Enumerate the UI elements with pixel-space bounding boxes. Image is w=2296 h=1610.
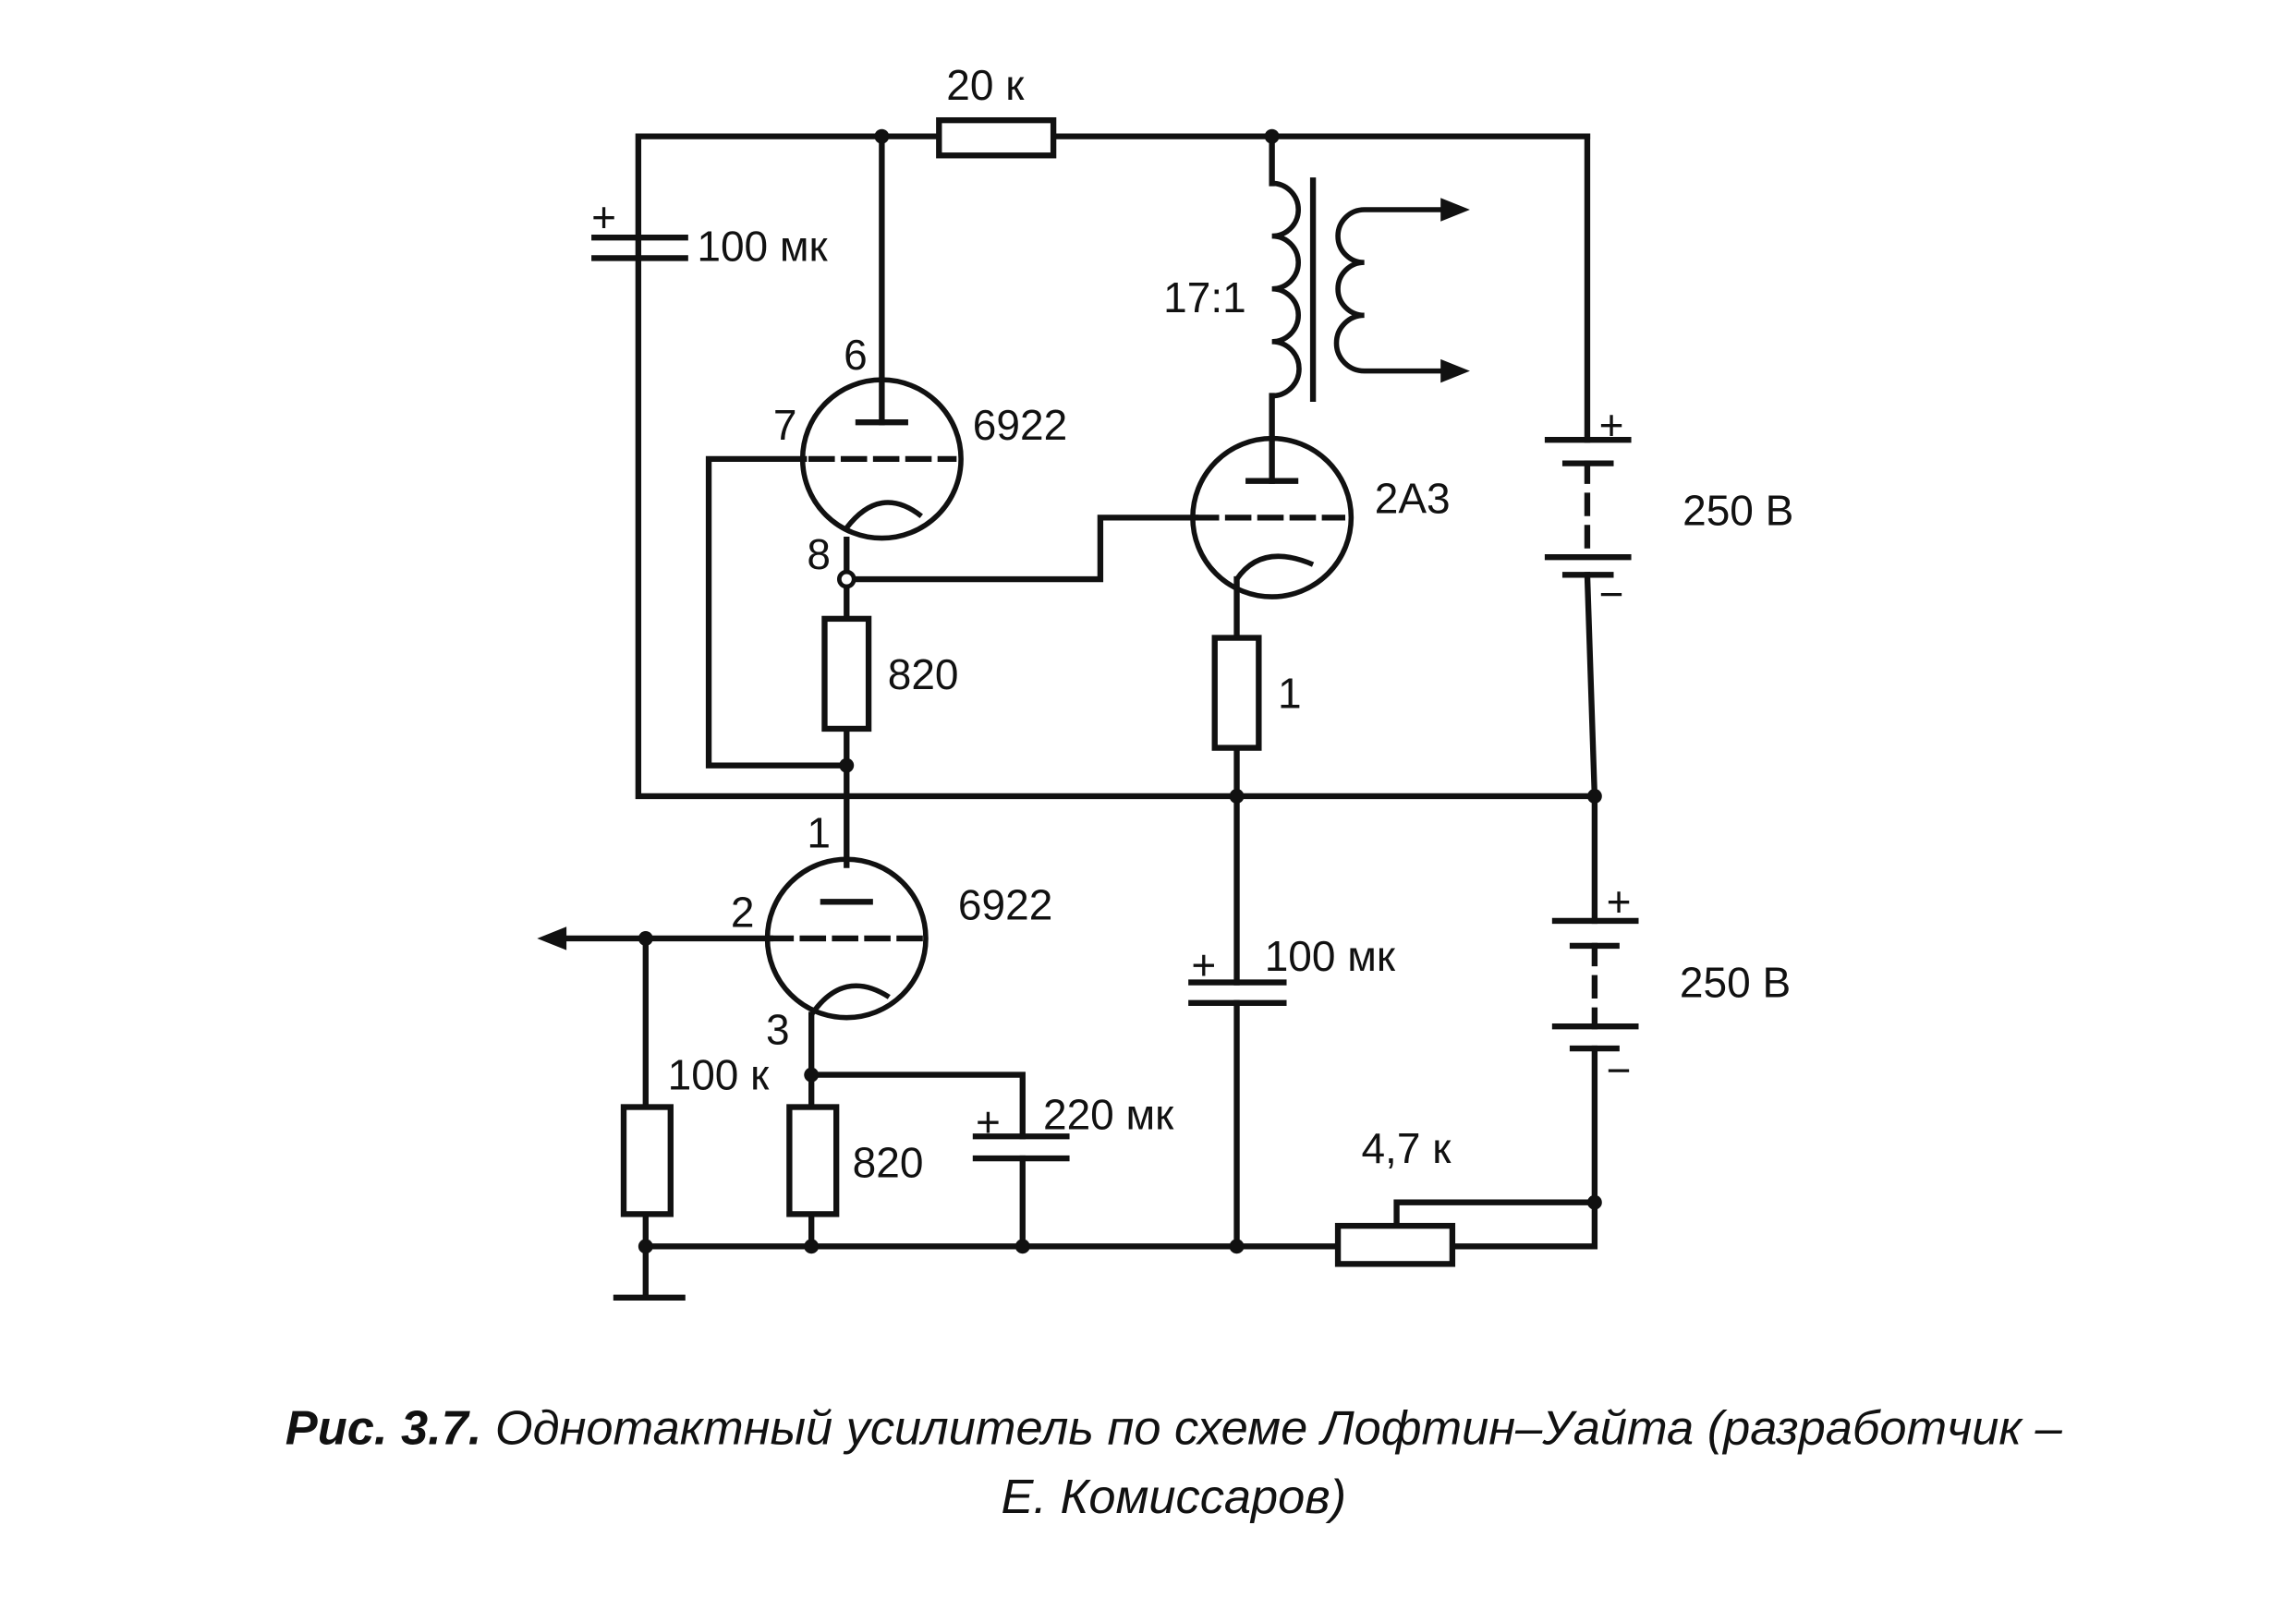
battery-lower (1551, 917, 1639, 1052)
label-battery-lower: 250 В (1680, 958, 1791, 1006)
capacitor-top (591, 234, 688, 261)
caption-text: Однотактный усилитель по схеме Лофтин–Уа… (481, 1402, 2062, 1456)
output-transformer (1271, 177, 1470, 402)
label-pin-6: 6 (844, 331, 868, 379)
plus-sign: + (1599, 401, 1624, 449)
input-arrow-icon (537, 926, 567, 950)
label-pin-1: 1 (807, 809, 831, 857)
label-pin-8: 8 (807, 530, 831, 578)
resistor-820-lower (786, 1104, 840, 1217)
label-r-100k: 100 к (668, 1050, 771, 1098)
label-r-820-upper: 820 (888, 650, 959, 698)
junctions (638, 128, 1602, 1254)
figure-caption-line1: Рис. 3.7. Однотактный усилитель по схеме… (285, 1402, 2063, 1456)
label-r-820-lower: 820 (853, 1139, 924, 1187)
label-pin-7: 7 (773, 401, 797, 449)
label-tube1: 6922 (973, 401, 1067, 449)
label-c-top: 100 мк (697, 223, 828, 271)
label-r-top: 20 к (946, 61, 1025, 109)
capacitor-mid (1188, 979, 1287, 1006)
plus-sign: + (591, 193, 616, 241)
figure-number: Рис. 3.7. (285, 1402, 482, 1456)
label-tube3: 6922 (958, 880, 1052, 928)
potentiometer-4-7k (1334, 1222, 1456, 1267)
minus-sign: − (1599, 570, 1624, 618)
tube-6922-lower (764, 856, 929, 1021)
battery-upper (1544, 437, 1632, 578)
resistor-20k (936, 116, 1057, 159)
figure-caption-line2: Е. Комиссаров) (1001, 1471, 1346, 1524)
capacitor-220 (972, 1133, 1070, 1162)
plus-sign: + (976, 1097, 1001, 1145)
label-c-mid: 100 мк (1265, 932, 1396, 980)
label-pin-2: 2 (731, 888, 755, 936)
plus-sign: + (1191, 940, 1216, 988)
label-pin-3: 3 (766, 1005, 790, 1053)
tube-2a3 (1190, 435, 1355, 599)
label-battery-upper: 250 В (1683, 486, 1793, 534)
resistor-820-upper (821, 615, 872, 732)
label-transformer-ratio: 17:1 (1163, 273, 1246, 321)
resistor-100k (620, 1104, 674, 1217)
label-tube2: 2А3 (1375, 475, 1451, 523)
label-r-1: 1 (1278, 670, 1302, 718)
label-c-220: 220 мк (1043, 1090, 1174, 1138)
label-pot: 4,7 к (1361, 1124, 1452, 1172)
resistor-1 (1211, 635, 1262, 751)
plus-sign: + (1607, 878, 1632, 926)
minus-sign: − (1607, 1047, 1632, 1095)
tube-6922-upper (799, 377, 964, 541)
